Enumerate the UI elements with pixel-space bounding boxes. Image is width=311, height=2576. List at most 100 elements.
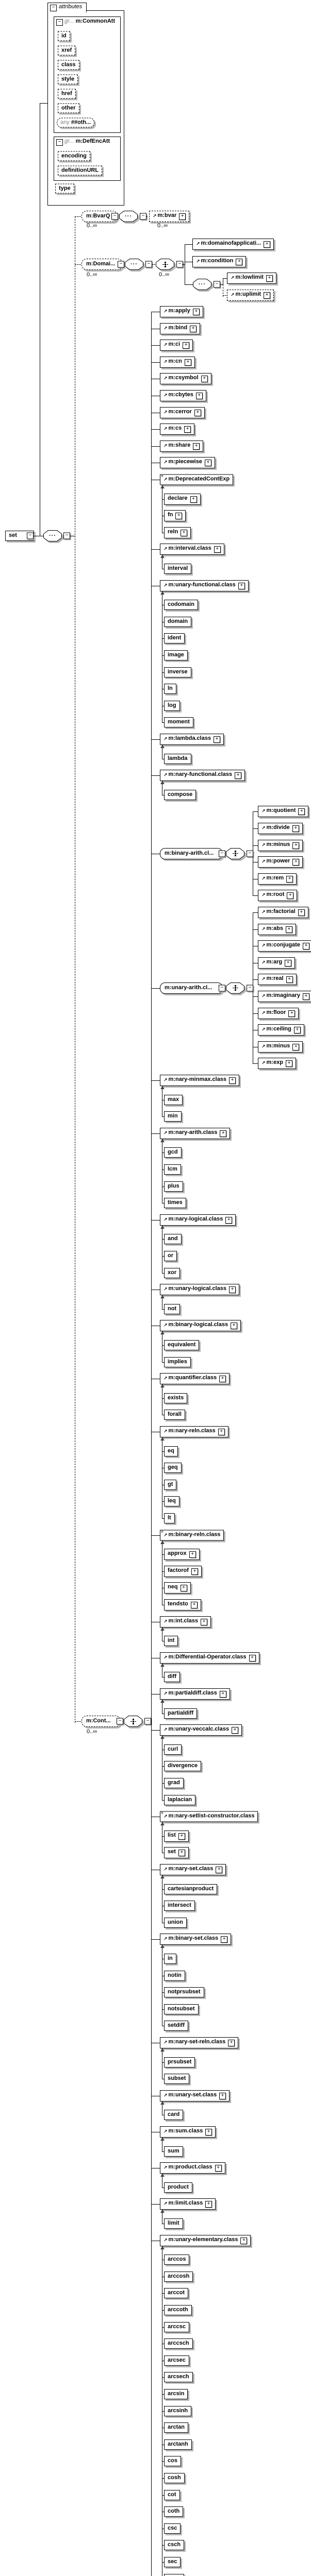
expand-icon[interactable]: +: [216, 1867, 223, 1873]
element-box-m-int-class[interactable]: ↗m:int.class+: [160, 1616, 211, 1628]
member-element-box-csch[interactable]: csch: [164, 2540, 185, 2551]
member-element-box-ident[interactable]: ident: [164, 633, 185, 644]
expand-icon[interactable]: +: [219, 1376, 226, 1383]
element-box-m-cbytes[interactable]: ↗m:cbytes+: [160, 390, 206, 401]
member-element-box-leq[interactable]: leq: [164, 1496, 179, 1507]
attribute-box-definitionURL[interactable]: definitionURL: [58, 165, 103, 176]
expand-icon[interactable]: +: [180, 1585, 187, 1592]
member-element-box-cosh[interactable]: cosh: [164, 2473, 185, 2483]
expand-icon[interactable]: +: [240, 2237, 248, 2244]
member-element-box-max[interactable]: max: [164, 1094, 183, 1105]
member-element-box-cos[interactable]: cos: [164, 2456, 181, 2467]
expand-icon[interactable]: +: [189, 1551, 196, 1558]
member-element-box-notin[interactable]: notin: [164, 1970, 185, 1981]
member-element-box-image[interactable]: image: [164, 650, 188, 660]
element-box-m-nary-set-reln-class[interactable]: ↗m:nary-set-reln.class+: [160, 2037, 239, 2048]
member-element-box-arcsech[interactable]: arcsech: [164, 2372, 193, 2383]
element-box-m-nary-arith-class[interactable]: ↗m:nary-arith.class+: [160, 1127, 231, 1139]
element-box-m-deprecatedcontexp[interactable]: ≡↗m:DeprecatedContExp: [160, 474, 234, 485]
element-box-m-minus[interactable]: ↗m:minus+: [258, 839, 303, 851]
element-box-m-ci[interactable]: ↗m:ci+: [160, 340, 193, 351]
sequence-compositor-root[interactable]: ···: [43, 530, 63, 543]
element-box-m-binary-reln-class[interactable]: ≡↗m:binary-reln.class: [160, 1530, 224, 1541]
group-box-domainq[interactable]: m:Domai...: [81, 259, 123, 270]
expand-icon[interactable]: +: [191, 1568, 198, 1575]
element-box-m-partialdiff-class[interactable]: ↗m:partialdiff.class+: [160, 1688, 230, 1700]
attribute-box-id[interactable]: id: [58, 31, 70, 41]
element-box-m-lowlimit[interactable]: ↗m:lowlimit+: [227, 273, 276, 284]
member-element-box-grad[interactable]: grad: [164, 1778, 184, 1788]
expand-icon[interactable]: +: [286, 976, 293, 984]
expand-icon[interactable]: +: [298, 808, 305, 816]
element-box-m-conjugate[interactable]: ↗m:conjugate+: [258, 940, 311, 952]
attribute-box-href[interactable]: href: [58, 89, 76, 99]
expand-icon[interactable]: +: [221, 1936, 228, 1943]
element-box-m-abs[interactable]: ↗m:abs+: [258, 923, 296, 935]
expand-icon[interactable]: +: [195, 393, 203, 399]
element-box-m-floor[interactable]: ↗m:floor+: [258, 1007, 299, 1019]
member-element-box-int[interactable]: int: [164, 1636, 178, 1647]
expand-icon[interactable]: +: [204, 460, 211, 467]
element-box-m-sum-class[interactable]: ↗m:sum.class+: [160, 2126, 216, 2138]
member-element-box-laplacian[interactable]: laplacian: [164, 1794, 196, 1805]
expand-icon[interactable]: +: [288, 1010, 296, 1017]
collapse-icon[interactable]: −: [140, 213, 146, 220]
expand-icon[interactable]: +: [287, 892, 294, 900]
element-box-m-imaginary[interactable]: ↗m:imaginary+: [258, 991, 311, 1002]
element-box-m-apply[interactable]: ↗m:apply+: [160, 306, 203, 317]
expand-icon[interactable]: +: [285, 959, 292, 967]
member-element-box-gcd[interactable]: gcd: [164, 1147, 182, 1158]
expand-icon[interactable]: +: [286, 875, 293, 883]
element-box-m-unary-logical-class[interactable]: ↗m:unary-logical.class+: [160, 1284, 240, 1296]
sequence-compositor-domainq[interactable]: ···: [125, 259, 145, 272]
collapse-icon[interactable]: −: [111, 213, 118, 220]
element-box-m-arg[interactable]: ↗m:arg+: [258, 957, 296, 969]
element-box-m-nary-logical-class[interactable]: ↗m:nary-logical.class+: [160, 1214, 236, 1226]
sequence-compositor-bvarq[interactable]: ···: [119, 211, 139, 224]
collapse-icon[interactable]: −: [117, 1718, 123, 1725]
member-element-box-implies[interactable]: implies: [164, 1357, 191, 1367]
group-box-m-unary-arith-cl-[interactable]: m:unary-arith.cl...: [160, 982, 223, 994]
element-box-m-binary-set-class[interactable]: ↗m:binary-set.class+: [160, 1934, 232, 1945]
element-box-m-quotient[interactable]: ↗m:quotient+: [258, 806, 309, 818]
element-box-m-product-class[interactable]: ↗m:product.class+: [160, 2162, 225, 2174]
member-element-box-curl[interactable]: curl: [164, 1744, 182, 1755]
attribute-box-xref[interactable]: xref: [58, 45, 76, 56]
collapse-icon[interactable]: −: [118, 261, 124, 268]
member-element-box-eq[interactable]: eq: [164, 1446, 178, 1456]
element-box-m-domainofapplication[interactable]: ↗m:domainofapplicati...+: [192, 239, 274, 250]
member-element-box-arccot[interactable]: arccot: [164, 2288, 189, 2299]
attribute-wildcard-box[interactable]: any ##oth...: [57, 117, 95, 128]
member-element-box-exists[interactable]: exists: [164, 1393, 188, 1403]
expand-icon[interactable]: +: [231, 1323, 238, 1330]
member-element-box-approx[interactable]: approx+: [164, 1549, 200, 1561]
expand-icon[interactable]: +: [175, 513, 183, 520]
member-element-box-cot[interactable]: cot: [164, 2489, 180, 2500]
collapse-icon[interactable]: −: [219, 985, 225, 992]
expand-icon[interactable]: +: [302, 993, 309, 1000]
expand-icon[interactable]: +: [302, 943, 309, 950]
attribute-box-style[interactable]: style: [58, 74, 78, 84]
member-element-box-arccsc[interactable]: arccsc: [164, 2321, 189, 2332]
expand-icon[interactable]: +: [192, 309, 200, 315]
element-box-m-real[interactable]: ↗m:real+: [258, 974, 297, 986]
member-element-box-min[interactable]: min: [164, 1111, 182, 1122]
expand-icon[interactable]: +: [181, 529, 188, 536]
member-element-box-coth[interactable]: coth: [164, 2506, 184, 2517]
collapse-icon[interactable]: −: [63, 532, 70, 539]
expand-icon[interactable]: +: [190, 496, 197, 503]
expand-icon[interactable]: +: [190, 325, 197, 332]
member-element-box-cartesianproduct[interactable]: cartesianproduct: [164, 1884, 218, 1894]
expand-icon[interactable]: +: [266, 275, 273, 282]
element-box-m-nary-set-class[interactable]: ↗m:nary-set.class+: [160, 1864, 226, 1875]
group-box-bvarq[interactable]: m:BvarQ: [81, 211, 118, 222]
member-element-box-notprsubset[interactable]: notprsubset: [164, 1987, 204, 1998]
element-box-m-uplimit[interactable]: ↗m:uplimit+: [227, 290, 274, 301]
choice-compositor-m-unary-arith-cl-[interactable]: [226, 982, 246, 995]
element-box-m-nary-functional-class[interactable]: ↗m:nary-functional.class+: [160, 770, 245, 782]
element-box-m-exp[interactable]: ↗m:exp+: [258, 1058, 296, 1070]
expand-icon[interactable]: +: [214, 736, 221, 743]
attribute-box-other[interactable]: other: [58, 103, 79, 113]
element-box-m-interval-class[interactable]: ↗m:interval.class+: [160, 544, 224, 555]
expand-icon[interactable]: +: [292, 825, 299, 832]
